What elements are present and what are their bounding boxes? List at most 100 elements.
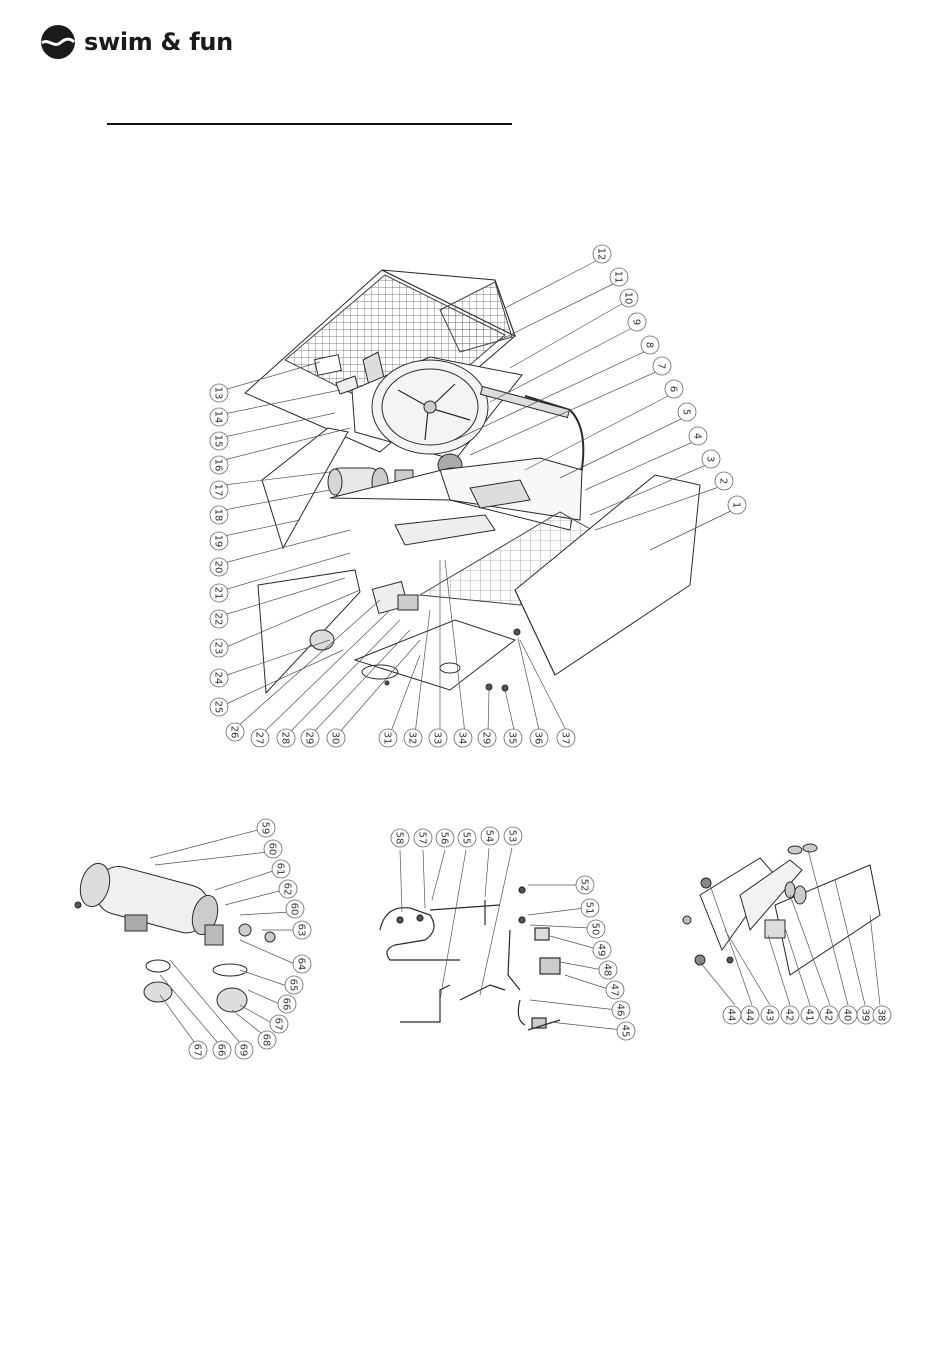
callout-number: 65 (288, 979, 299, 992)
callout-main-4: 9 (628, 313, 646, 331)
callout-number: 2 (718, 478, 729, 484)
callout-right-4: 42 (781, 1006, 799, 1024)
callout-middle-2: 57 (414, 829, 432, 847)
callout-main-31: 31 (379, 729, 397, 747)
callout-right-3: 43 (761, 1006, 779, 1024)
callout-left-6: 63 (293, 921, 311, 939)
callout-main-34: 34 (454, 729, 472, 747)
callout-main-7: 6 (665, 380, 683, 398)
callout-number: 41 (804, 1009, 815, 1022)
callout-main-8: 5 (678, 403, 696, 421)
callout-number: 4 (692, 433, 703, 439)
callout-number: 29 (304, 732, 315, 745)
callout-main-23: 23 (210, 639, 228, 657)
callout-left-11: 67 (189, 1041, 207, 1059)
callout-number: 26 (229, 726, 240, 739)
callout-number: 62 (282, 883, 293, 896)
callout-left-10: 67 (270, 1015, 288, 1033)
callout-number: 66 (216, 1044, 227, 1057)
callout-main-27: 27 (251, 729, 269, 747)
callout-number: 59 (260, 822, 271, 835)
callout-middle-4: 55 (458, 829, 476, 847)
callout-number: 20 (213, 561, 224, 574)
main-assembly (245, 270, 700, 693)
callout-number: 12 (596, 248, 607, 261)
callout-number: 23 (213, 642, 224, 655)
callout-number: 51 (584, 902, 595, 915)
callout-number: 54 (484, 830, 495, 843)
callout-main-15: 15 (210, 432, 228, 450)
callout-number: 46 (615, 1004, 626, 1017)
callout-number: 1 (731, 502, 742, 508)
callout-main-3: 10 (620, 289, 638, 307)
callout-left-13: 69 (235, 1041, 253, 1059)
callout-number: 50 (590, 923, 601, 936)
callout-main-32: 32 (404, 729, 422, 747)
callout-number: 42 (823, 1009, 834, 1022)
callout-number: 45 (620, 1025, 631, 1038)
callout-number: 56 (439, 832, 450, 845)
callout-number: 69 (238, 1044, 249, 1057)
callout-number: 43 (764, 1009, 775, 1022)
callout-middle-13: 46 (612, 1001, 630, 1019)
callout-main-19: 19 (210, 532, 228, 550)
callout-number: 18 (213, 509, 224, 522)
callout-main-36: 35 (504, 729, 522, 747)
callout-number: 13 (213, 387, 224, 400)
callout-number: 60 (267, 843, 278, 856)
callout-main-25: 25 (210, 698, 228, 716)
callout-left-12: 66 (213, 1041, 231, 1059)
callout-left-8: 65 (285, 976, 303, 994)
callout-main-35: 29 (478, 729, 496, 747)
callout-number: 29 (481, 732, 492, 745)
callout-middle-12: 47 (606, 981, 624, 999)
callout-number: 39 (860, 1009, 871, 1022)
callout-number: 14 (213, 411, 224, 424)
callout-number: 55 (461, 832, 472, 845)
callout-number: 60 (289, 903, 300, 916)
callout-main-21: 21 (210, 584, 228, 602)
callout-left-5: 60 (286, 900, 304, 918)
callout-main-2: 11 (610, 268, 628, 286)
callout-main-5: 8 (641, 336, 659, 354)
callout-right-1: 44 (723, 1006, 741, 1024)
callout-number: 47 (609, 984, 620, 997)
callout-number: 64 (296, 958, 307, 971)
callout-right-8: 39 (857, 1006, 875, 1024)
callout-number: 7 (656, 363, 667, 369)
callout-number: 25 (213, 701, 224, 714)
callout-middle-7: 52 (576, 876, 594, 894)
callout-number: 15 (213, 435, 224, 448)
callout-main-30: 30 (327, 729, 345, 747)
callout-number: 67 (192, 1044, 203, 1057)
callout-right-6: 42 (820, 1006, 838, 1024)
callout-main-37: 36 (530, 729, 548, 747)
callout-number: 10 (623, 292, 634, 305)
callout-right-7: 40 (839, 1006, 857, 1024)
callout-number: 33 (432, 732, 443, 745)
callout-main-24: 24 (210, 669, 228, 687)
callout-left-3: 61 (272, 860, 290, 878)
callout-middle-8: 51 (581, 899, 599, 917)
callout-main-18: 18 (210, 506, 228, 524)
callout-left-7: 64 (293, 955, 311, 973)
callout-number: 30 (330, 732, 341, 745)
callout-number: 44 (744, 1009, 755, 1022)
callout-middle-10: 49 (593, 941, 611, 959)
callout-number: 21 (213, 587, 224, 600)
callout-number: 35 (507, 732, 518, 745)
callout-main-14: 14 (210, 408, 228, 426)
callout-middle-14: 45 (617, 1022, 635, 1040)
callout-main-38: 37 (557, 729, 575, 747)
callout-main-22: 22 (210, 610, 228, 628)
callout-main-1: 12 (593, 245, 611, 263)
callout-number: 52 (579, 879, 590, 892)
callout-middle-1: 58 (391, 829, 409, 847)
callout-number: 44 (726, 1009, 737, 1022)
callout-right-2: 44 (741, 1006, 759, 1024)
piping-assembly (380, 887, 560, 1030)
callout-number: 8 (644, 342, 655, 348)
callout-number: 16 (213, 459, 224, 472)
callout-main-16: 16 (210, 456, 228, 474)
callout-main-17: 17 (210, 481, 228, 499)
